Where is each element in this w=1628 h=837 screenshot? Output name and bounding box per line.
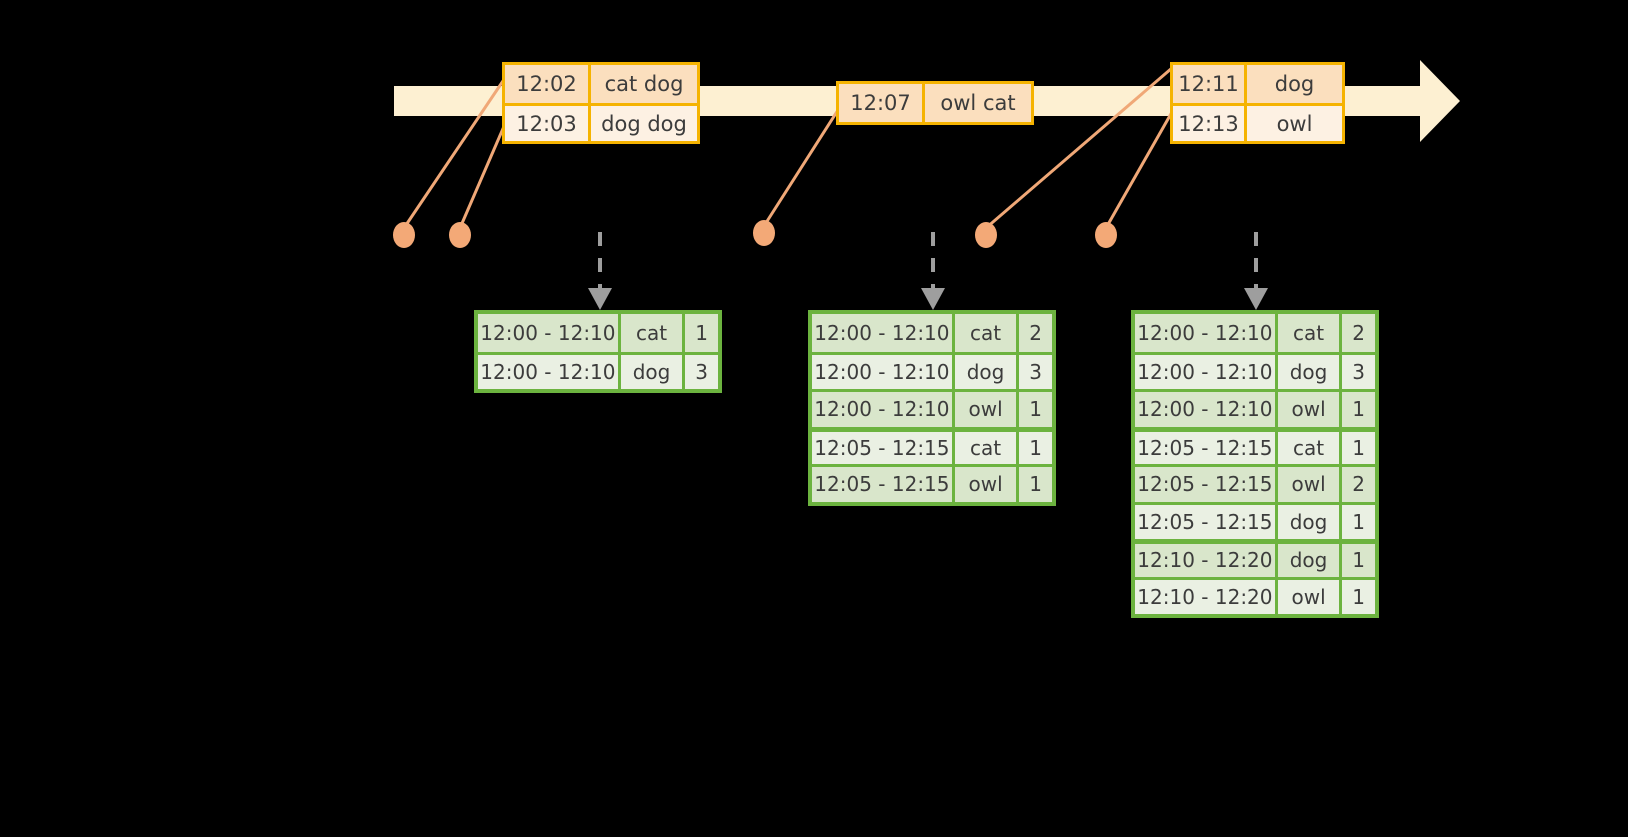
cell-count: 1 [1352, 548, 1365, 573]
cell-word: dog [1278, 544, 1343, 577]
cell-word: dog [1278, 504, 1343, 539]
cell-word: dog [955, 354, 1020, 389]
event-row[interactable]: 12:07 owl cat [839, 84, 1031, 122]
cell-window: 12:00 - 12:10 [478, 314, 621, 352]
cell-count: 1 [1029, 435, 1042, 460]
cell-window: 12:05 - 12:15 [1135, 431, 1278, 464]
event-time: 12:13 [1173, 106, 1247, 141]
event-row[interactable]: 12:11 dog [1173, 65, 1342, 103]
event-time: 12:07 [839, 84, 925, 122]
cell-window: 12:00 - 12:10 [1135, 392, 1278, 427]
cell-word: cat [621, 314, 686, 352]
cell-count: 1 [1352, 584, 1365, 609]
cell-window: 12:00 - 12:10 [812, 314, 955, 352]
cell-window: 12:00 - 12:10 [1135, 354, 1278, 389]
cell-word: cat [1278, 431, 1343, 464]
cell-count: 1 [1029, 472, 1042, 497]
cell-window: 12:00 - 12:10 [812, 354, 955, 389]
cell-word: cat [955, 314, 1020, 352]
cell-window: 12:05 - 12:15 [812, 431, 955, 464]
leader-line-3 [762, 109, 840, 227]
cell-word: owl [955, 467, 1020, 502]
cell-count: 1 [1352, 509, 1365, 534]
leader-line-2 [458, 123, 507, 229]
event-marker-dot[interactable] [1095, 222, 1117, 248]
cell-count: 1 [1352, 397, 1365, 422]
cell-window: 12:10 - 12:20 [1135, 579, 1278, 614]
event-row[interactable]: 12:02 cat dog [505, 65, 697, 103]
event-words: dog [1274, 72, 1315, 96]
cell-window: 12:05 - 12:15 [812, 467, 955, 502]
cell-word: owl [1278, 392, 1343, 427]
event-words: dog dog [601, 111, 687, 136]
cell-word: cat [1278, 314, 1343, 352]
event-marker-dot[interactable] [975, 222, 997, 248]
event-marker-dot[interactable] [753, 220, 775, 246]
arrow-head-3-icon [1244, 288, 1268, 310]
cell-window: 12:00 - 12:10 [1135, 314, 1278, 352]
cell-window: 12:00 - 12:10 [478, 354, 621, 389]
cell-word: owl [1278, 467, 1343, 502]
event-time: 12:02 [505, 65, 591, 103]
event-words: owl cat [940, 91, 1016, 115]
cell-word: cat [955, 431, 1020, 464]
event-time: 12:03 [505, 106, 591, 141]
cell-count: 3 [695, 359, 708, 384]
event-group-c[interactable]: 12:11 dog 12:13 owl [1170, 62, 1345, 144]
cell-word: owl [955, 392, 1020, 427]
cell-count: 1 [1029, 397, 1042, 422]
cell-window: 12:05 - 12:15 [1135, 504, 1278, 539]
cell-count: 3 [1029, 359, 1042, 384]
arrow-head-1-icon [588, 288, 612, 310]
cell-count: 2 [1352, 472, 1365, 497]
cell-count: 2 [1029, 320, 1042, 345]
cell-word: dog [621, 354, 686, 389]
event-marker-dot[interactable] [393, 222, 415, 248]
leader-line-5 [1104, 111, 1174, 229]
cell-word: owl [1278, 579, 1343, 614]
cell-window: 12:10 - 12:20 [1135, 544, 1278, 577]
cell-count: 1 [695, 320, 708, 345]
cell-window: 12:00 - 12:10 [812, 392, 955, 427]
event-group-a[interactable]: 12:02 cat dog 12:03 dog dog [502, 62, 700, 144]
arrow-head-2-icon [921, 288, 945, 310]
event-words: owl [1276, 111, 1313, 136]
cell-word: dog [1278, 354, 1343, 389]
timeline-arrow-head-icon [1420, 60, 1460, 142]
event-group-b[interactable]: 12:07 owl cat [836, 81, 1034, 125]
event-row[interactable]: 12:13 owl [1173, 103, 1342, 141]
cell-count: 2 [1352, 320, 1365, 345]
cell-count: 1 [1352, 435, 1365, 460]
event-row[interactable]: 12:03 dog dog [505, 103, 697, 141]
event-time: 12:11 [1173, 65, 1247, 103]
event-words: cat dog [604, 72, 684, 96]
cell-count: 3 [1352, 359, 1365, 384]
cell-window: 12:05 - 12:15 [1135, 467, 1278, 502]
event-marker-dot[interactable] [449, 222, 471, 248]
